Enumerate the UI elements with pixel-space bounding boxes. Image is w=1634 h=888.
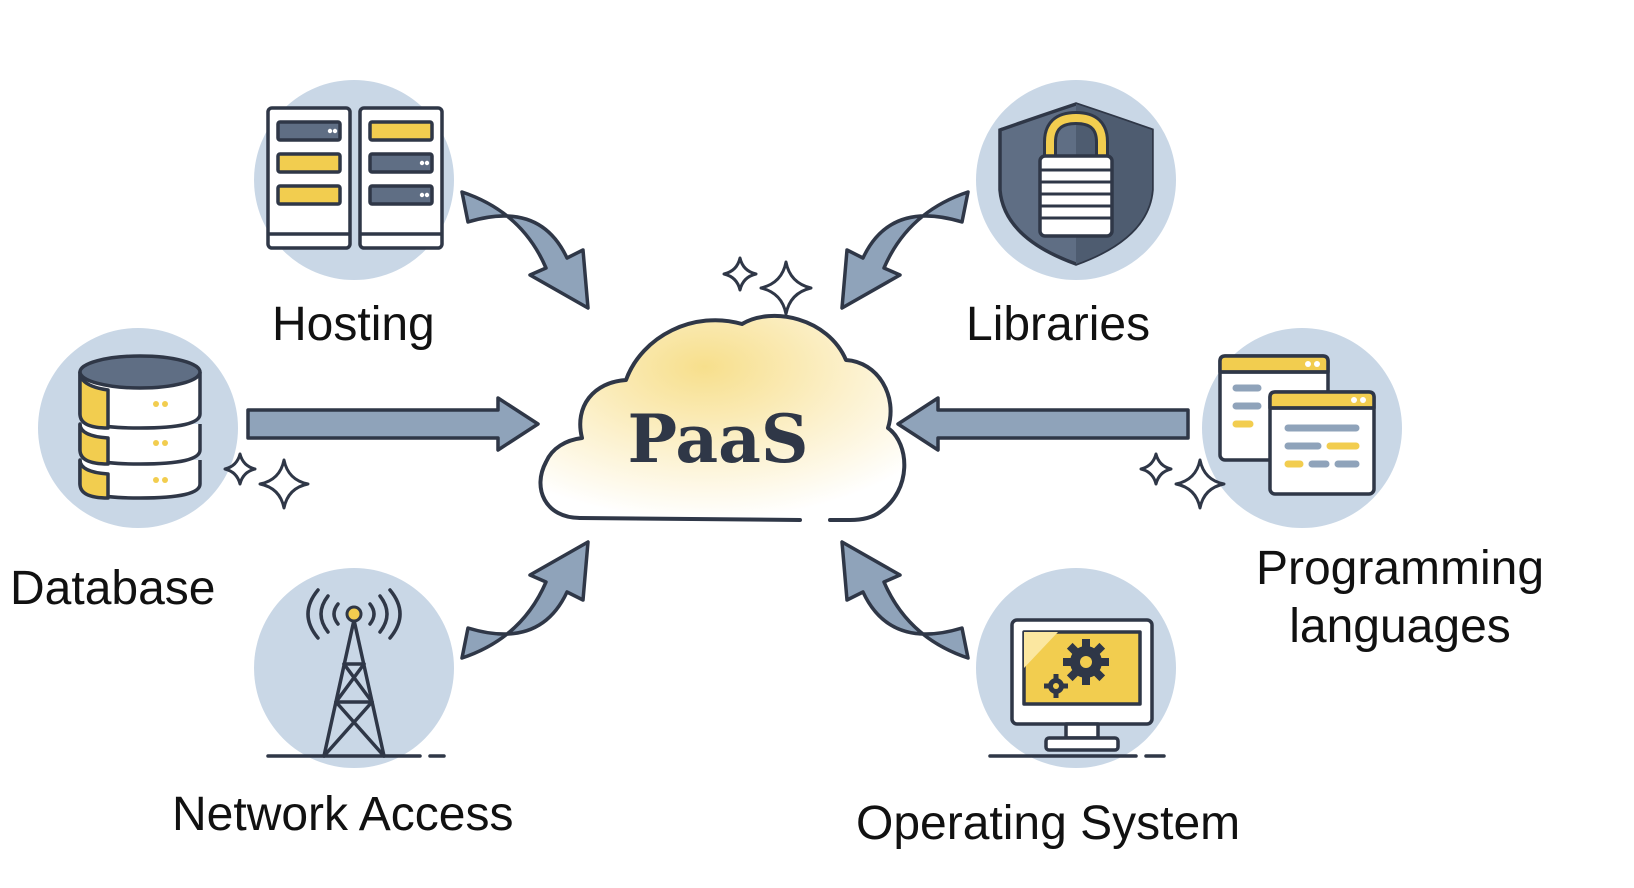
operating-system-label: Operating System xyxy=(856,797,1241,850)
programming-languages-label: Programming languages xyxy=(1230,540,1570,655)
database-label: Database xyxy=(10,562,216,615)
arrow-os xyxy=(840,540,970,660)
monitor-gear-icon xyxy=(976,568,1176,768)
paas-label: PaaS xyxy=(627,400,808,478)
database-icon xyxy=(38,328,238,528)
programming-label-line1: Programming xyxy=(1255,542,1545,595)
antenna-tower-icon xyxy=(254,568,454,768)
arrow-hosting xyxy=(460,190,590,310)
arrow-programming xyxy=(896,396,1190,452)
arrow-libraries xyxy=(840,190,970,310)
sparkle-icon xyxy=(722,256,813,316)
arrow-database xyxy=(246,396,540,452)
padlock-shield-icon xyxy=(976,80,1176,280)
programming-label-line2: languages xyxy=(1289,599,1511,653)
sparkle-icon xyxy=(223,452,310,510)
server-rack-icon xyxy=(254,80,454,280)
code-window-icon xyxy=(1202,328,1402,528)
hosting-label: Hosting xyxy=(272,298,435,351)
paas-cloud: PaaS xyxy=(538,314,907,522)
libraries-label: Libraries xyxy=(966,298,1151,351)
sparkle-icon xyxy=(1139,452,1226,510)
network-access-label: Network Access xyxy=(172,788,514,841)
arrow-network xyxy=(460,540,590,660)
